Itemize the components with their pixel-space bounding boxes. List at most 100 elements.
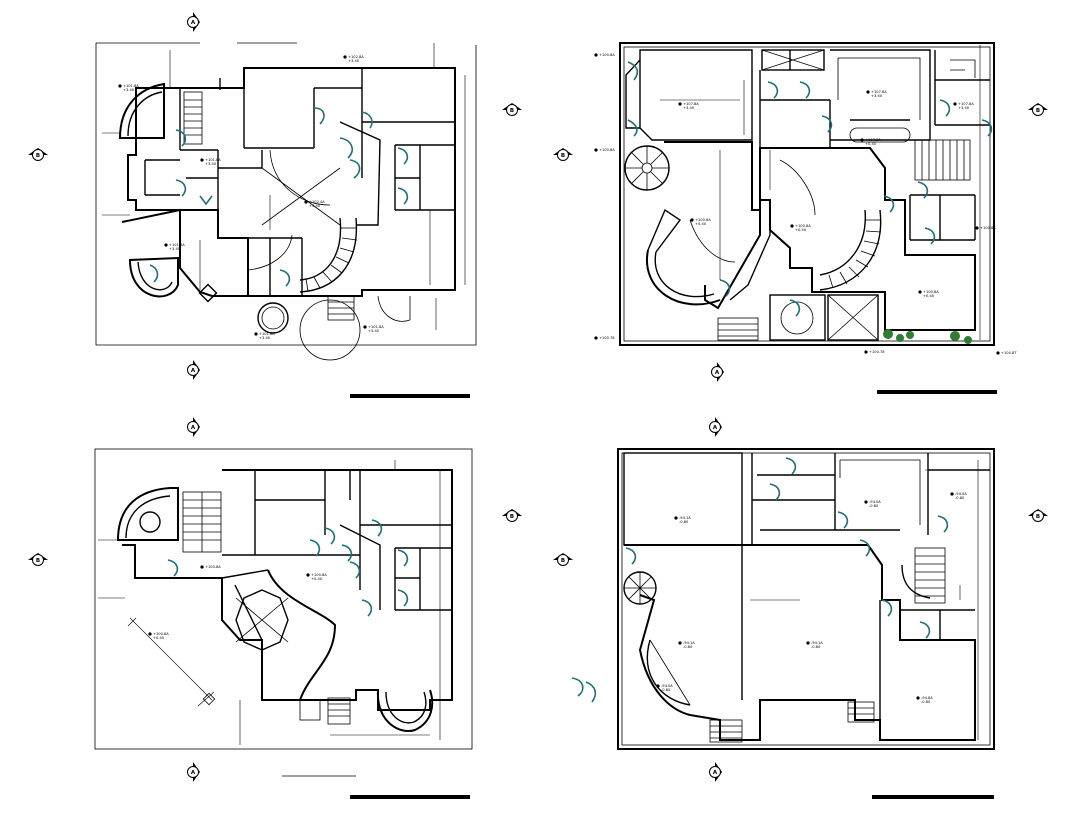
level-tag: +107.8A +3.40	[866, 90, 887, 98]
level-tag: +100.8A +0.40	[148, 632, 169, 640]
section-marker-b-icon: B	[28, 553, 48, 566]
level-tag-main: -94.1A	[811, 641, 823, 645]
level-tag: +107.8A +0.40	[860, 138, 881, 146]
level-tag-main: +100.8A	[795, 224, 811, 228]
curved-wall	[645, 249, 721, 306]
exterior-walls	[122, 469, 453, 711]
spiral-stair	[624, 145, 670, 191]
level-tag: +101.8A +3.40	[200, 158, 221, 166]
level-tag: +100.8A	[975, 226, 996, 230]
level-tag-main: -94.0A	[955, 492, 967, 496]
level-tag-sub: +0.40	[153, 636, 165, 640]
column-marker	[198, 283, 218, 303]
level-tag: -94.1A -0.80	[674, 516, 691, 524]
level-tag: +100.8A +0.40	[690, 218, 711, 226]
level-tag-main: +102.8A	[348, 55, 364, 59]
section-letter: B	[1036, 108, 1040, 114]
level-tag: +102.8A +3.40	[343, 55, 364, 63]
section-letter: B	[1036, 514, 1040, 520]
level-tag-main: +107.8A	[865, 138, 881, 142]
section-letter: B	[561, 558, 565, 564]
tree-icon	[883, 329, 972, 344]
level-tag-main: +100.8A	[311, 573, 327, 577]
level-tag: -94.0A -0.80	[950, 492, 967, 500]
level-tag-main: -94.0A	[661, 684, 673, 688]
plan-frame	[94, 448, 473, 750]
level-tag: +100.8A	[200, 565, 221, 569]
level-tag-main: +100.8A	[205, 565, 221, 569]
section-letter: B	[561, 153, 565, 159]
scale-bar	[350, 394, 470, 398]
section-marker-a-icon: A	[709, 762, 722, 782]
level-tag-main: +101.8A	[123, 84, 139, 88]
level-tag-main: +100.8A	[695, 218, 711, 222]
level-tag: +100.8A	[594, 148, 615, 152]
level-tag-main: +102.4A	[309, 200, 325, 204]
section-marker-b-icon: B	[1028, 509, 1048, 522]
level-tag: -94.1A -0.80	[806, 641, 823, 649]
level-tag: +107.8A +3.40	[678, 102, 699, 110]
level-tag-main: +100.8A	[923, 290, 939, 294]
level-tag-sub: +0.40	[923, 294, 935, 298]
level-tag-main: +101.8A	[368, 325, 384, 329]
level-tag: -94.8A -0.80	[916, 696, 933, 704]
level-tag-sub: -0.80	[955, 496, 965, 500]
stair-straight	[914, 139, 971, 181]
level-tag: +101.8A +3.40	[254, 332, 275, 340]
floor-plan-top-left: +101.8A +3.40 +102.8A +3.40 +101.8A +3.4…	[95, 42, 477, 361]
level-tag-main: +100.8A	[599, 148, 615, 152]
stair-curved	[299, 217, 358, 293]
level-tag-sub: +0.40	[695, 222, 707, 226]
level-tag-main: +100.8A	[599, 53, 615, 57]
section-marker-b-icon: B	[553, 553, 573, 566]
level-tag-sub: +3.40	[259, 336, 271, 340]
stair-straight	[183, 91, 203, 145]
bay-window-top	[118, 82, 165, 139]
stair-curved	[819, 209, 882, 291]
section-marker-b-icon: B	[502, 103, 522, 116]
level-tag: +101.8A +3.40	[164, 243, 185, 251]
stair-straight	[182, 491, 222, 553]
section-marker-a-icon: A	[187, 12, 200, 32]
level-tag: +101.8A +3.40	[363, 325, 384, 333]
level-tag-sub: -0.80	[811, 645, 821, 649]
level-tag-main: -94.1A	[679, 516, 691, 520]
level-tag-sub: +3.40	[871, 94, 883, 98]
level-tag-main: +101.8A	[259, 332, 275, 336]
doors	[571, 457, 949, 703]
doors	[149, 107, 409, 287]
level-tag: -94.0A -0.80	[656, 684, 673, 692]
scale-bar	[877, 390, 997, 394]
section-letter: A	[191, 425, 196, 431]
dimension-lines	[98, 460, 441, 745]
level-tag-main: +107.8A	[958, 102, 974, 106]
section-marker-a-icon: A	[187, 360, 200, 380]
level-tag-sub: -0.80	[921, 700, 931, 704]
spiral-stair	[623, 571, 657, 605]
level-tag-sub: +3.40	[169, 247, 181, 251]
curved-wall	[267, 569, 337, 701]
section-marker-b-icon: B	[553, 148, 573, 161]
level-tag: +100.8A +0.40	[306, 573, 327, 581]
level-tag-main: +107.8A	[871, 90, 887, 94]
level-tag-sub: +3.40	[309, 204, 321, 208]
section-letter: A	[191, 368, 196, 374]
level-tag-main: +101.8A	[169, 243, 185, 247]
dimension-lines	[660, 45, 981, 340]
level-tag-sub: -0.80	[679, 520, 689, 524]
section-marker-a-icon: A	[711, 362, 724, 382]
level-tag: +101.8A +3.40	[118, 84, 139, 92]
level-tag-sub: +3.40	[348, 59, 360, 63]
level-tag-sub: +0.40	[795, 228, 807, 232]
level-tag-main: +107.8A	[683, 102, 699, 106]
doors	[627, 61, 993, 317]
section-letter: A	[715, 370, 720, 376]
level-tag-main: +100.8A	[153, 632, 169, 636]
section-marker-b-icon: B	[502, 509, 522, 522]
section-marker-b-icon: B	[1028, 103, 1048, 116]
level-tag: +100.78	[864, 350, 885, 354]
level-tag-main: +100.78	[869, 350, 885, 354]
scale-bar	[872, 795, 994, 799]
section-letter: B	[36, 153, 40, 159]
